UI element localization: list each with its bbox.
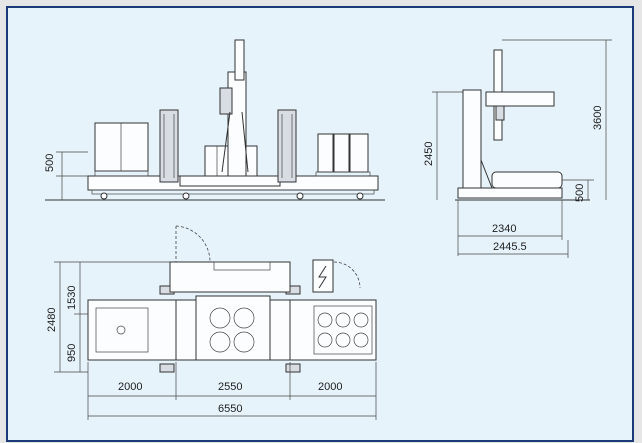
wheel (356, 192, 364, 200)
drum (349, 133, 369, 173)
dim-500-end: 500 (574, 184, 586, 202)
end-column (462, 89, 482, 189)
plan-robot (195, 295, 271, 361)
pallet-box-left (94, 122, 149, 172)
dim-2480: 2480 (46, 308, 58, 332)
wheel (182, 192, 190, 200)
guard-post-left (159, 109, 179, 183)
robot-mast (234, 39, 245, 81)
dim-500-side: 500 (44, 154, 56, 172)
drum (333, 133, 350, 173)
dim-2340: 2340 (492, 223, 516, 235)
door-swing-left (175, 225, 211, 263)
wheel (296, 192, 304, 200)
plan-conveyor-right (289, 299, 377, 361)
electrical-cabinet (312, 259, 334, 293)
plan-gantry (169, 261, 291, 293)
plan-view: 2480 1530 950 2000 2550 2000 6550 (46, 225, 377, 420)
dim-3600: 3600 (592, 106, 604, 130)
dim-2450: 2450 (423, 142, 435, 166)
turntable (179, 175, 281, 187)
end-gripper (495, 105, 505, 121)
wheel (100, 192, 108, 200)
dim-1530: 1530 (66, 286, 78, 310)
door-swing-right (333, 261, 361, 289)
base-plinth (91, 189, 375, 195)
drawing-frame (6, 6, 634, 442)
side-view: 500 (44, 39, 385, 201)
dim-2000-left: 2000 (118, 381, 142, 393)
robot-arm (219, 87, 233, 115)
dim-2000-right: 2000 (318, 381, 342, 393)
guard-post-right (277, 109, 297, 183)
end-beam (485, 91, 555, 107)
dim-2550: 2550 (218, 381, 242, 393)
drum (317, 133, 334, 173)
end-view: 2450 3600 500 2340 2445.5 (423, 39, 612, 258)
dim-2445: 2445.5 (493, 241, 527, 253)
lightning-icon (318, 265, 327, 289)
dim-6550: 6550 (218, 403, 242, 415)
dim-950: 950 (66, 344, 78, 362)
end-turntable (491, 171, 563, 189)
plan-conveyor-left (87, 299, 177, 361)
end-base (457, 187, 563, 199)
